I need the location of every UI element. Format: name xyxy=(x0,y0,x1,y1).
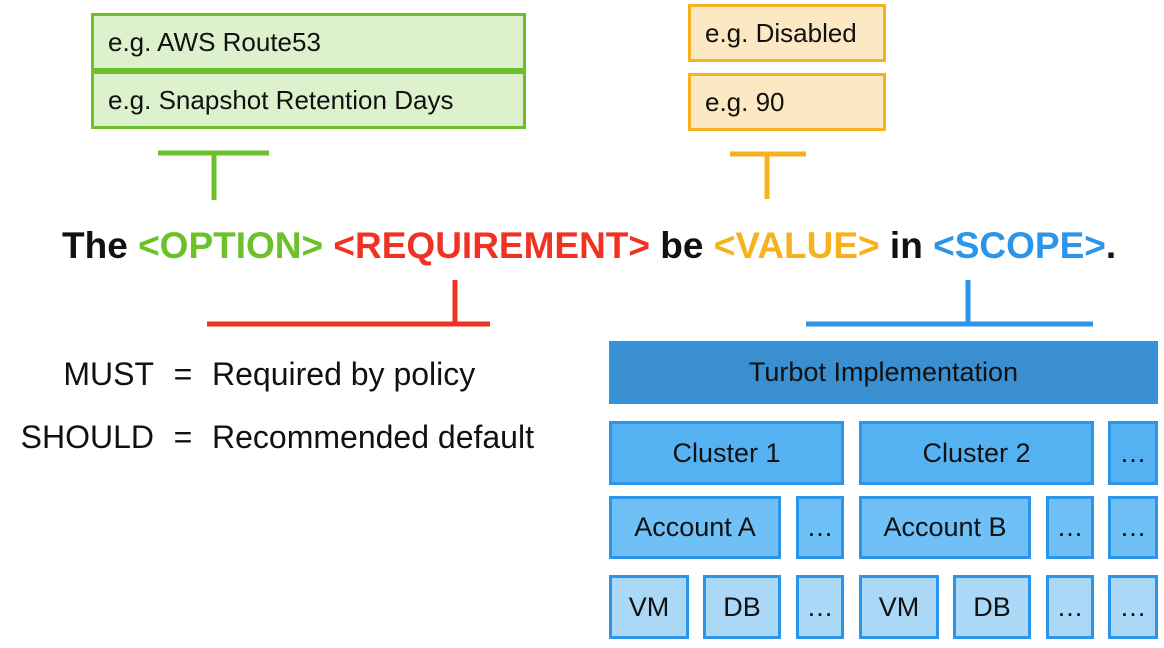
sentence-suffix: . xyxy=(1105,225,1117,266)
scope-resource-vm-1: VM xyxy=(609,575,689,639)
legend-must-keyword: MUST xyxy=(63,356,154,392)
scope-account-more-3: … xyxy=(1108,496,1158,559)
scope-token: <SCOPE> xyxy=(933,225,1106,266)
value-example-number: e.g. 90 xyxy=(688,73,886,131)
scope-resource-db-2: DB xyxy=(953,575,1031,639)
sentence-in: in xyxy=(879,225,934,266)
sentence-middle: be xyxy=(650,225,714,266)
requirement-connector xyxy=(207,280,490,327)
legend-must-meaning: Required by policy xyxy=(212,356,476,392)
scope-account-b: Account B xyxy=(859,496,1031,559)
scope-resource-more-1: … xyxy=(796,575,844,639)
legend-should-keyword: SHOULD xyxy=(20,419,154,455)
legend-should: SHOULD = Recommended default xyxy=(0,415,534,459)
scope-account-more-1: … xyxy=(796,496,844,559)
scope-cluster-2: Cluster 2 xyxy=(859,421,1094,485)
legend-must-equals: = xyxy=(173,356,193,392)
value-token: <VALUE> xyxy=(713,225,880,266)
scope-turbot-implementation: Turbot Implementation xyxy=(609,341,1158,404)
value-connector xyxy=(730,151,806,199)
scope-account-a: Account A xyxy=(609,496,781,559)
scope-cluster-more: … xyxy=(1108,421,1158,485)
scope-resource-more-2: … xyxy=(1046,575,1094,639)
scope-connector xyxy=(806,280,1093,327)
value-example-disabled: e.g. Disabled xyxy=(688,4,886,62)
option-connector xyxy=(158,150,269,200)
option-example-setting: e.g. Snapshot Retention Days xyxy=(91,71,526,129)
sentence-prefix: The xyxy=(62,225,139,266)
legend-should-meaning: Recommended default xyxy=(212,419,534,455)
scope-resource-vm-2: VM xyxy=(859,575,939,639)
legend-must: MUST = Required by policy xyxy=(0,352,475,396)
legend-should-equals: = xyxy=(173,419,193,455)
scope-resource-db-1: DB xyxy=(703,575,781,639)
option-example-service: e.g. AWS Route53 xyxy=(91,13,526,71)
policy-sentence: The <OPTION> <REQUIREMENT> be <VALUE> in… xyxy=(0,218,1164,274)
option-token: <OPTION> xyxy=(138,225,324,266)
scope-resource-more-3: … xyxy=(1108,575,1158,639)
scope-account-more-2: … xyxy=(1046,496,1094,559)
requirement-token: <REQUIREMENT> xyxy=(333,225,651,266)
scope-cluster-1: Cluster 1 xyxy=(609,421,844,485)
